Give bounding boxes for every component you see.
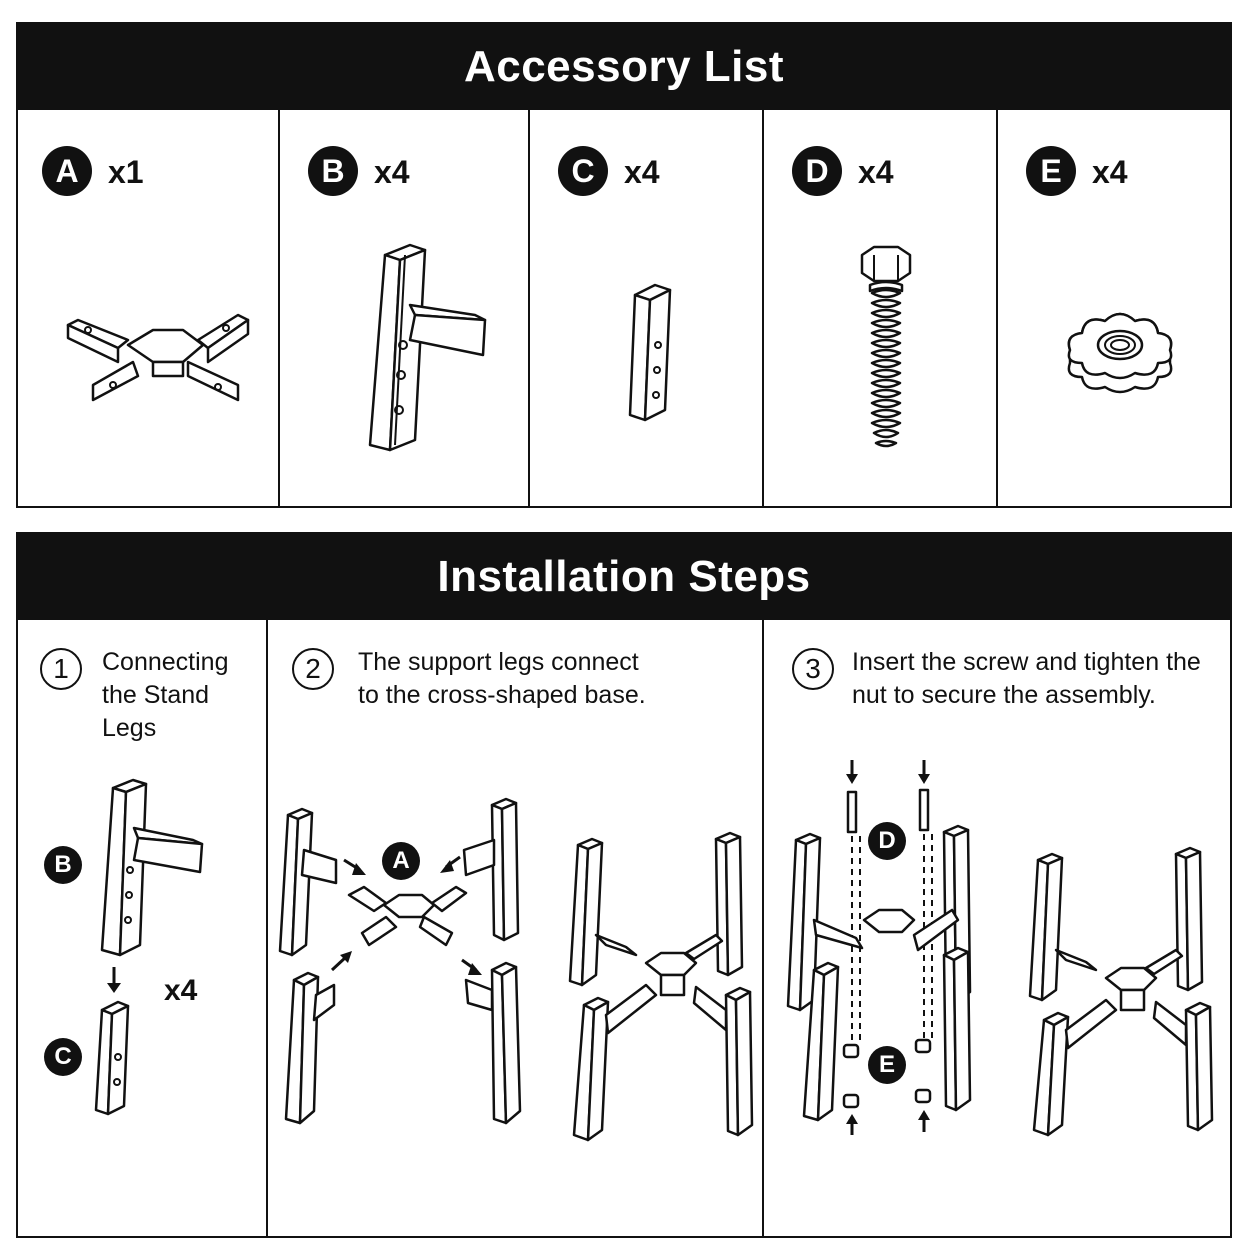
stand-assembly-icon [568, 831, 754, 1142]
step-1-text: Connecting the Stand Legs [102, 648, 229, 742]
accessory-list-title: Accessory List [18, 24, 1230, 110]
part-b-badge: B [308, 146, 358, 196]
part-e-quantity: x4 [1092, 154, 1128, 190]
part-e-badge: E [1026, 146, 1076, 196]
part-b-quantity: x4 [374, 154, 410, 190]
support-leg-icon [100, 778, 204, 957]
exploded-view-icon [278, 797, 522, 1125]
part-b-cell: B x4 [278, 110, 528, 506]
support-leg-icon [368, 243, 487, 452]
installation-steps-row: 1 Connecting the Stand Legs B C x4 [18, 620, 1230, 1236]
screw-icon [860, 245, 912, 448]
step-2-number: 2 [292, 648, 334, 690]
step-1-number: 1 [40, 648, 82, 690]
step-2-label-a: A [382, 842, 420, 880]
part-c-cell: C x4 [528, 110, 762, 506]
part-c-quantity: x4 [624, 154, 660, 190]
part-a-quantity: x1 [108, 154, 144, 190]
accessory-parts-row: A x1 B x4 [18, 110, 1230, 506]
step-2-text: The support legs connect to the cross-sh… [358, 648, 646, 709]
star-nut-icon [1067, 312, 1173, 394]
part-d-badge: D [792, 146, 842, 196]
step-2-cell: 2 The support legs connect to the cross-… [266, 620, 762, 1236]
step-3-cell: 3 Insert the screw and tighten the nut t… [762, 620, 1230, 1236]
step-3-label-e: E [868, 1046, 906, 1084]
arrow-icon [107, 967, 121, 993]
stand-assembly-icon [1028, 846, 1214, 1137]
step-3-number: 3 [792, 648, 834, 690]
step-3-text: Insert the screw and tighten the nut to … [852, 648, 1201, 709]
installation-steps-title: Installation Steps [18, 534, 1230, 620]
accessory-list-section: Accessory List A x1 B x4 [16, 22, 1232, 508]
step-3-label-d: D [868, 822, 906, 860]
screw-insertion-icon [786, 760, 972, 1135]
installation-steps-section: Installation Steps 1 Connecting the Stan… [16, 532, 1232, 1238]
part-e-cell: E x4 [996, 110, 1230, 506]
step-1-multiplier: x4 [164, 974, 198, 1007]
step-1-cell: 1 Connecting the Stand Legs B C x4 [18, 620, 266, 1236]
cross-base-icon [66, 313, 250, 402]
extension-leg-icon [94, 1000, 130, 1116]
part-d-quantity: x4 [858, 154, 894, 190]
step-1-label-c: C [44, 1038, 82, 1076]
part-d-cell: D x4 [762, 110, 996, 506]
part-a-cell: A x1 [18, 110, 278, 506]
part-a-badge: A [42, 146, 92, 196]
step-1-label-b: B [44, 846, 82, 884]
part-c-badge: C [558, 146, 608, 196]
extension-leg-icon [628, 283, 672, 422]
